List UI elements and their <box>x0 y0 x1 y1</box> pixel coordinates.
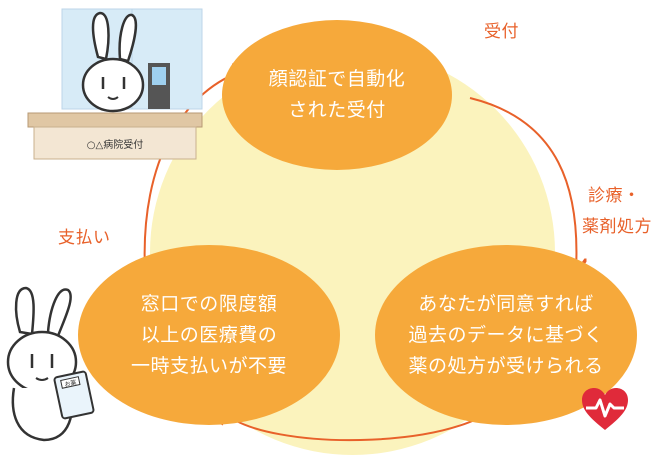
reception-text-line-2: された受付 <box>288 99 386 121</box>
clipboard-label: お薬 <box>64 378 77 388</box>
treatment-text-line-2: 過去のデータに基づく <box>408 323 604 346</box>
payment-text-line-3: 一時支払いが不要 <box>130 354 287 377</box>
reception-label: 受付 <box>484 22 519 42</box>
reception-bubble: 顔認証で自動化 された受付 <box>222 20 452 170</box>
payment-label: 支払い <box>58 228 111 248</box>
heart-pulse-icon <box>582 388 628 430</box>
counter-sign: ○△病院受付 <box>87 138 143 151</box>
payment-bubble: 窓口での限度額 以上の医療費の 一時支払いが不要 <box>78 245 340 425</box>
treatment-label-line-1: 診療・ <box>588 186 641 206</box>
arrow-reception-to-treatment <box>469 97 576 270</box>
treatment-text-line-3: 薬の処方が受けられる <box>408 354 604 377</box>
payment-text-line-1: 窓口での限度額 <box>140 292 278 315</box>
rabbit-clipboard-illustration: お薬 <box>6 286 95 442</box>
reception-text-line-1: 顔認証で自動化 <box>268 68 406 90</box>
reception-counter-illustration: ○△病院受付 <box>27 8 203 160</box>
payment-text-line-2: 以上の医療費の <box>140 323 278 346</box>
treatment-label-line-2: 薬剤処方 <box>582 217 652 237</box>
treatment-text-line-1: あなたが同意すれば <box>418 292 594 315</box>
